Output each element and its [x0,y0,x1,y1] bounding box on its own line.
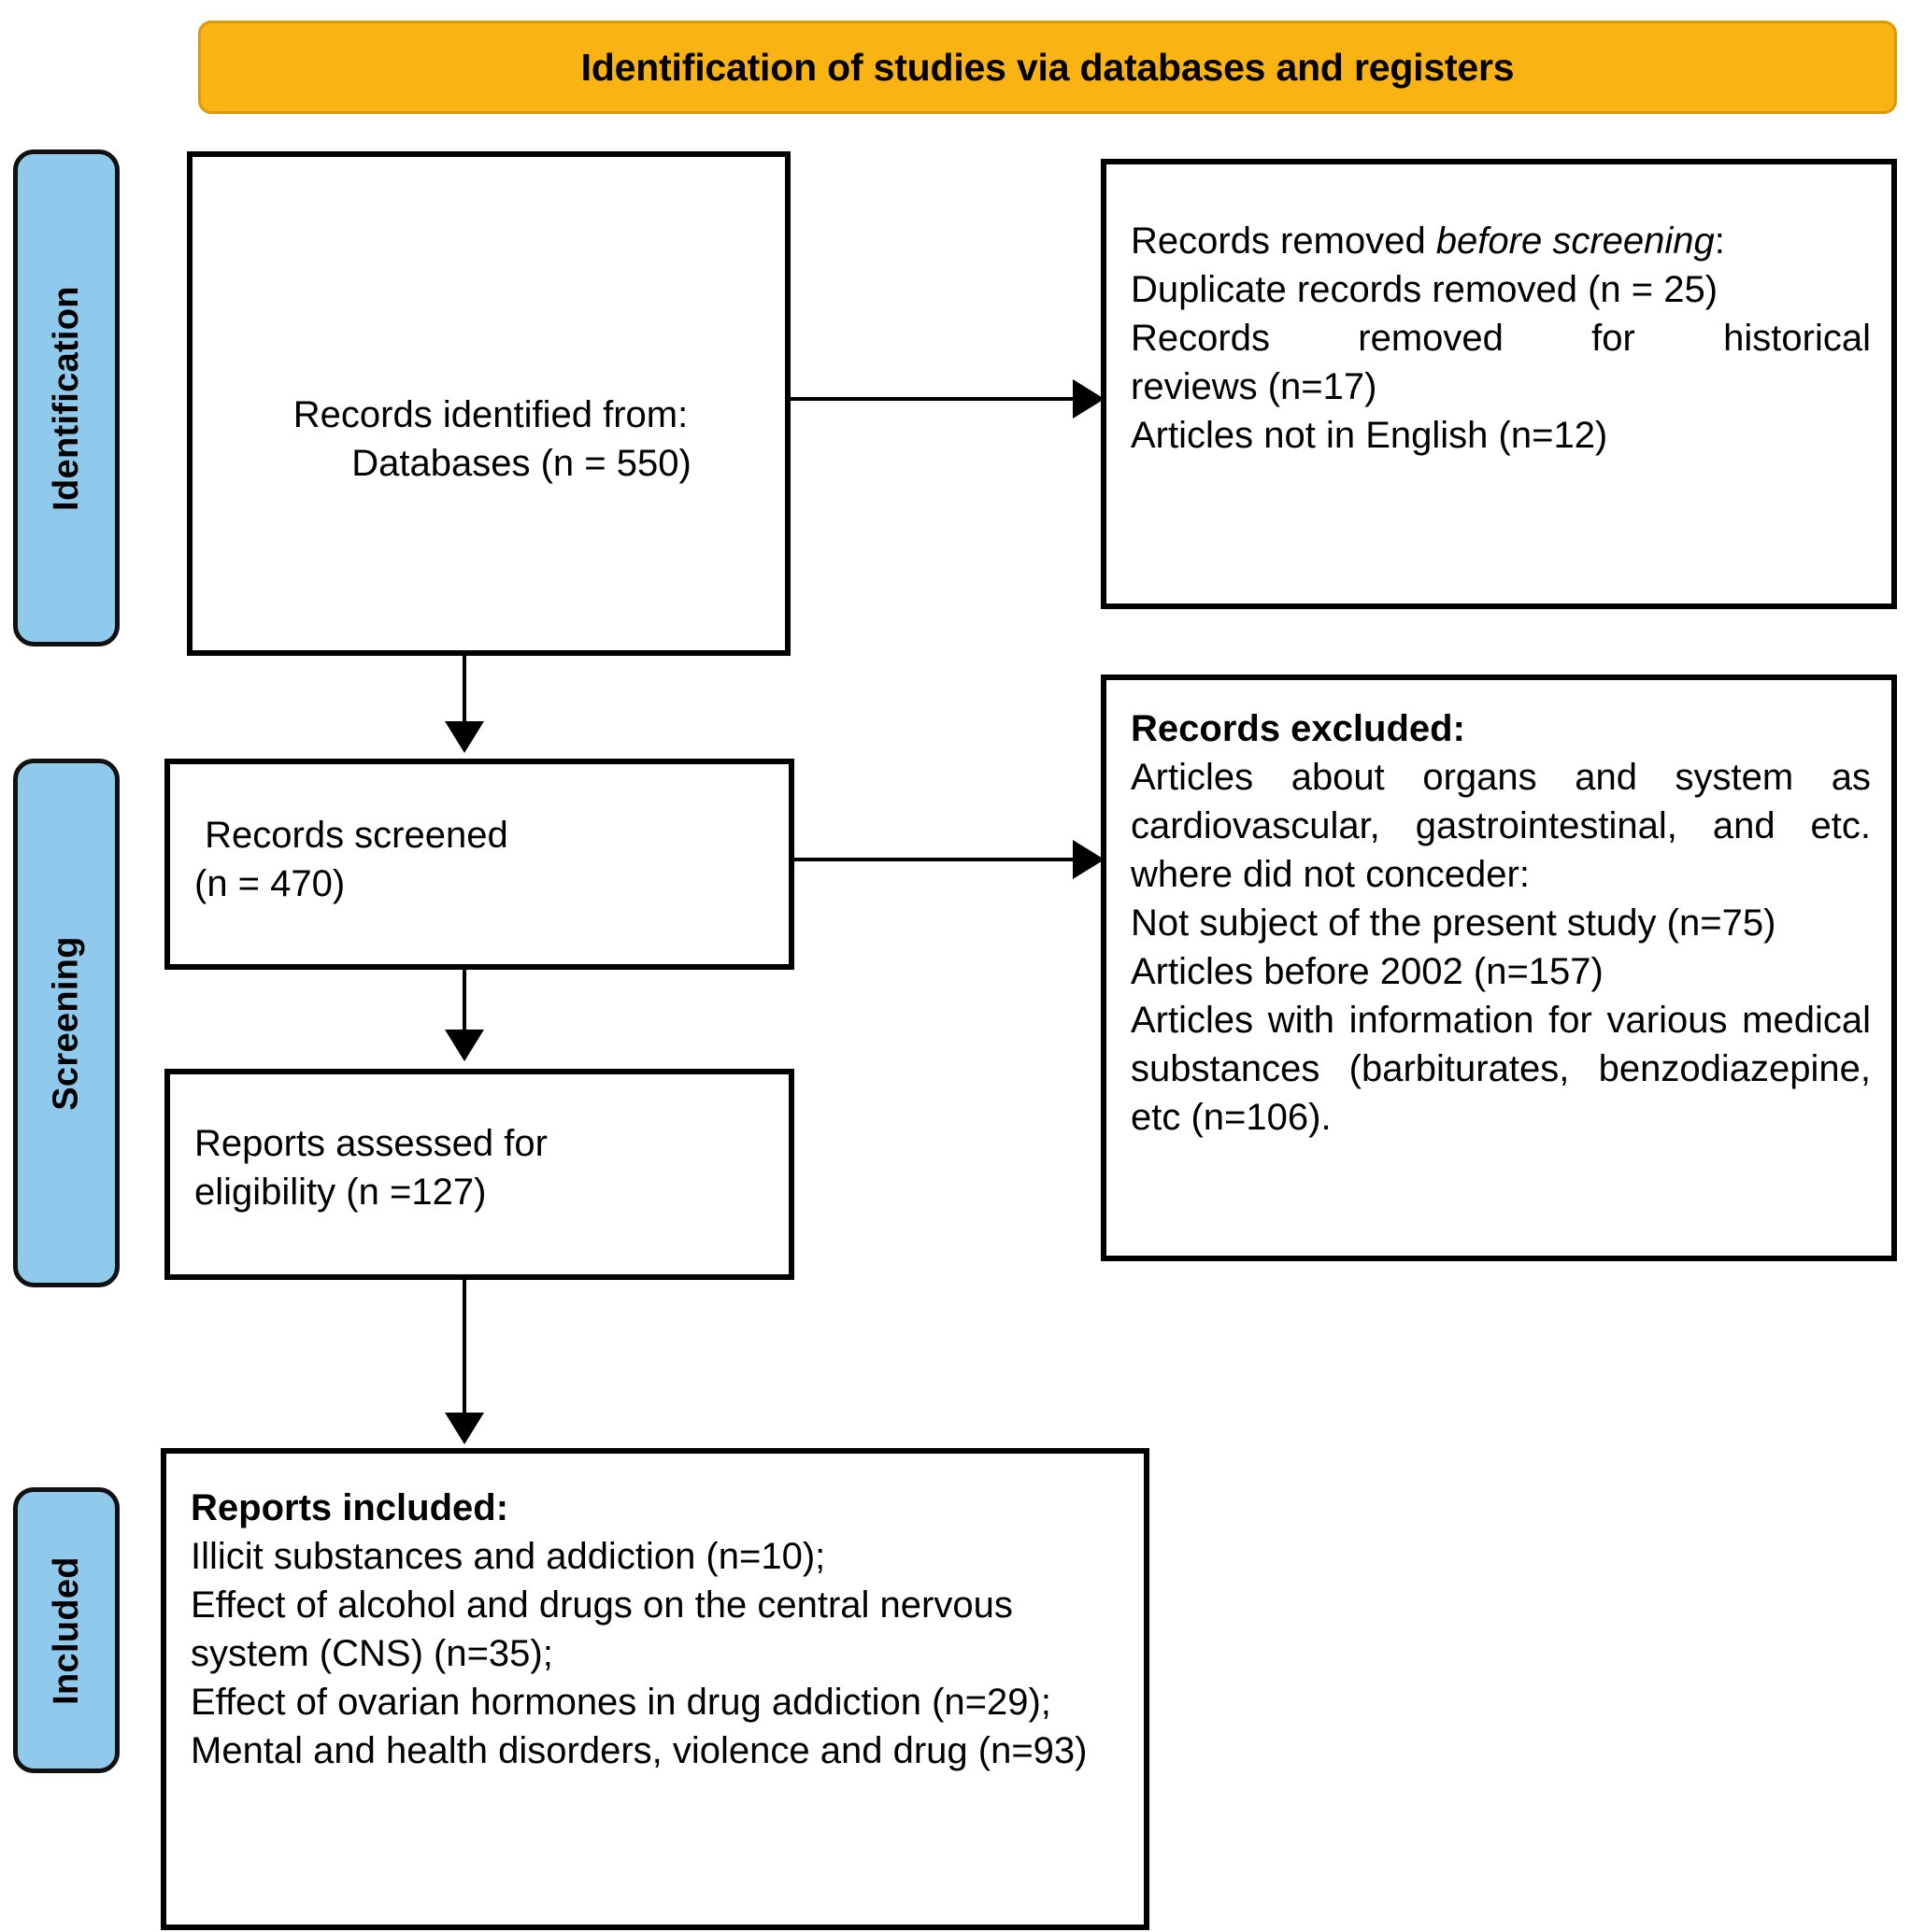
box-reports-assessed-body: Reports assessed for eligibility (n =127… [194,1119,768,1216]
stage-label-included-text: Included [46,1556,86,1705]
records-removed-heading-colon: : [1714,220,1725,262]
reports-included-line-4: Mental and health disorders, violence an… [191,1730,1088,1771]
arrow-down-icon-screened-to-eligibility [445,1030,484,1061]
records-screened-line-2: (n = 470) [194,863,346,904]
records-excluded-heading: Records excluded: [1131,708,1465,749]
reports-included-line-1: Illicit substances and addiction (n=10); [191,1536,826,1577]
connector-identified-to-removed-line [789,397,1078,401]
stage-label-screening-text: Screening [46,935,86,1111]
eligibility-line-1: Reports assessed for [194,1123,548,1164]
records-excluded-line-2: Not subject of the present study (n=75) [1131,902,1776,944]
box-records-excluded-body: Records excluded: Articles about organs … [1131,704,1871,1142]
stage-label-identification-text: Identification [46,285,86,511]
records-removed-line-4: Articles not in English (n=12) [1131,415,1608,456]
arrow-right-icon-identified-to-removed [1073,379,1105,419]
box-records-identified-body: Records identified from: Databases (n = … [217,391,764,488]
page-title: Identification of studies via databases … [580,45,1515,89]
reports-included-heading: Reports included: [191,1487,509,1528]
records-removed-heading-italic: before screening [1435,220,1715,262]
reports-included-line-3: Effect of ovarian hormones in drug addic… [191,1682,1051,1723]
stage-label-identification: Identification [13,149,120,646]
box-records-removed-body: Records removed before screening: Duplic… [1131,217,1871,460]
connector-eligibility-to-included-line [463,1278,466,1416]
box-reports-included-body: Reports included: Illicit substances and… [191,1484,1123,1775]
header-banner: Identification of studies via databases … [198,21,1897,114]
records-removed-line-1: Duplicate records removed (n = 25) [1131,269,1718,310]
box-records-screened-body: Records screened (n = 470) [194,811,768,908]
box-records-removed-before-screening: Records removed before screening: Duplic… [1101,159,1897,609]
stage-label-included: Included [13,1487,120,1773]
connector-screened-to-excluded-line [792,858,1078,861]
connector-screened-to-eligibility-line [463,968,466,1035]
box-reports-included: Reports included: Illicit substances and… [161,1448,1149,1930]
stage-label-screening: Screening [13,759,120,1287]
records-removed-line-2: Records removed for historical [1131,318,1871,359]
records-excluded-line-1: Articles about organs and system as card… [1131,757,1882,895]
eligibility-line-2: eligibility (n =127) [194,1172,487,1213]
box-records-identified: Records identified from: Databases (n = … [187,151,791,656]
box-records-excluded: Records excluded: Articles about organs … [1101,675,1897,1261]
arrow-down-icon-identified-to-screened [445,721,484,753]
box-records-screened: Records screened (n = 470) [164,759,794,970]
records-removed-line-3: reviews (n=17) [1131,366,1377,407]
records-removed-heading-plain: Records removed [1131,220,1436,262]
records-removed-heading: Records removed before screening: [1131,217,1871,265]
box-reports-assessed-eligibility: Reports assessed for eligibility (n =127… [164,1069,794,1280]
records-identified-line-2: Databases (n = 550) [351,443,692,484]
arrow-down-icon-eligibility-to-included [445,1413,484,1444]
reports-included-line-2: Effect of alcohol and drugs on the centr… [191,1584,1023,1674]
arrow-right-icon-screened-to-excluded [1073,840,1105,879]
records-identified-line-1: Records identified from: [292,394,689,435]
connector-identified-to-screened-line [463,654,466,727]
records-screened-line-1: Records screened [194,815,508,856]
records-excluded-line-4: Articles with information for various me… [1131,1000,1882,1138]
records-excluded-line-3: Articles before 2002 (n=157) [1131,951,1604,992]
